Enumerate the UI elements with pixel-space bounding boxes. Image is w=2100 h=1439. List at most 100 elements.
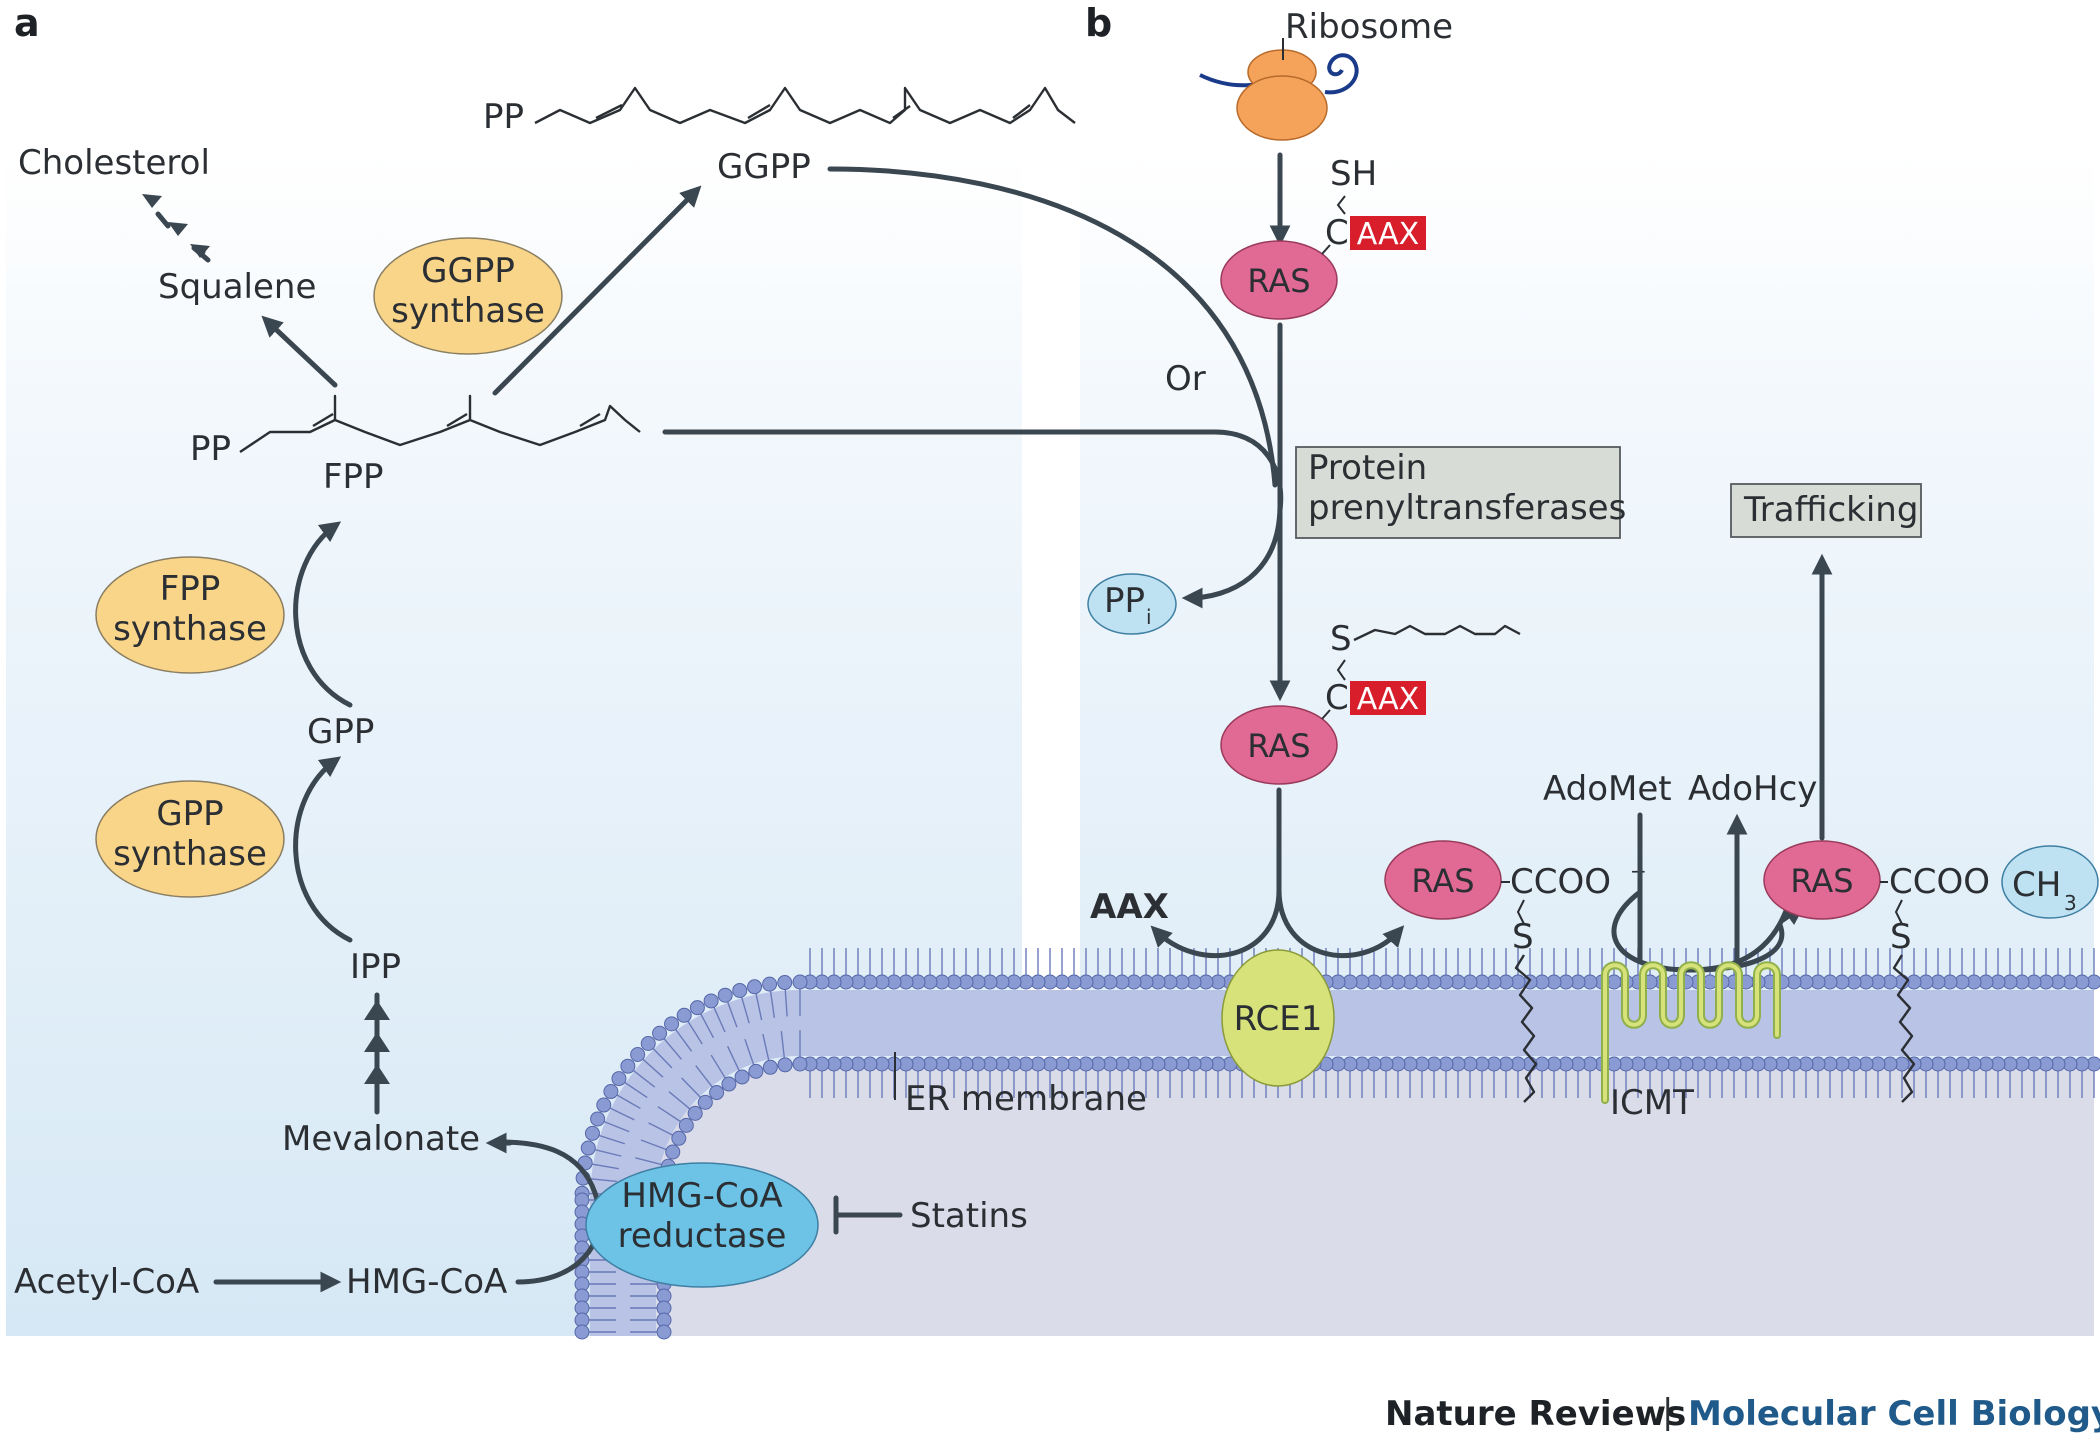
ras-release-arrow	[1276, 887, 1405, 959]
hmg-coa-reductase-line2: reductase	[618, 1216, 787, 1256]
prenyltransferases-line2: prenyltransferases	[1308, 488, 1626, 528]
lipid-head	[721, 1076, 737, 1092]
thioether-s-label-1: S	[1330, 619, 1352, 659]
ggpp-synthase-line1: GGPP	[421, 251, 515, 291]
membrane-core	[590, 990, 2094, 1336]
lipid-head	[590, 1111, 606, 1127]
chevron-ipp-2	[364, 1032, 390, 1052]
lipid-head	[762, 976, 778, 992]
er-membrane-label: ER membrane	[905, 1079, 1147, 1119]
gpp-synthase-enzyme	[95, 780, 285, 898]
fpp-to-ggpp-arrow	[492, 185, 702, 396]
lipid-head	[703, 993, 719, 1009]
fpp-synthase-line2: synthase	[113, 609, 267, 649]
ppi-subscript: i	[1146, 605, 1152, 629]
trafficking-label: Trafficking	[1743, 490, 1918, 530]
ppi-label: PP	[1104, 581, 1145, 621]
prenyltransferases-box	[1295, 446, 1621, 539]
pp-label-fpp: PP	[190, 429, 231, 469]
chevron-1	[190, 244, 210, 258]
hmg-coa-label: HMG-CoA	[346, 1262, 507, 1302]
aax-label-1: AAX	[1357, 217, 1419, 252]
ccoo-label-1: CCOO	[1510, 862, 1611, 902]
pp-label-ggpp: PP	[483, 97, 524, 137]
ggpp-transfer-curve	[827, 166, 1278, 488]
cysteine-label-1: C	[1325, 213, 1349, 253]
lipid-head	[611, 1071, 627, 1087]
ribosome-label: Ribosome	[1285, 7, 1453, 47]
mevalonate-label: Mevalonate	[282, 1119, 480, 1159]
ras-label-2: RAS	[1247, 727, 1310, 765]
lipid-head	[777, 975, 793, 991]
lipid-head	[574, 1324, 590, 1340]
ribosome-large-subunit	[1236, 75, 1328, 141]
icmt-label: ICMT	[1610, 1083, 1694, 1123]
prenyl-anchor-2	[1892, 954, 1916, 1103]
ggpp-synthase-line2: synthase	[391, 291, 545, 331]
ppi-molecule	[1087, 573, 1177, 635]
adomet-label: AdoMet	[1543, 769, 1672, 809]
lipid-head	[671, 1130, 687, 1146]
hmg-coa-reductase-line1: HMG-CoA	[621, 1176, 782, 1216]
ipp-label: IPP	[350, 947, 401, 987]
footer-section: Molecular Cell Biology	[1688, 1394, 2100, 1434]
fpp-label: FPP	[323, 457, 384, 497]
panel-a-label: a	[14, 1, 40, 45]
lipid-head	[732, 982, 748, 998]
hmg-coa-to-mevalonate-curve	[492, 1139, 602, 1285]
thioether-s-label-3: S	[1890, 917, 1912, 957]
prenyltransferases-line1: Protein	[1308, 448, 1427, 488]
chevron-ipp-3	[364, 1064, 390, 1084]
gpp-label: GPP	[307, 712, 374, 752]
lipid-head	[748, 1063, 764, 1079]
nascent-peptide-spiral	[1324, 53, 1359, 95]
gpp-synthase-line1: GPP	[156, 794, 223, 834]
ggpp-synthase-enzyme	[373, 237, 563, 355]
ggpp-label: GGPP	[717, 147, 811, 187]
lipid-head	[596, 1097, 612, 1113]
aax-released-label: AAX	[1090, 887, 1169, 927]
chevron-3	[142, 194, 162, 208]
adohcy-label: AdoHcy	[1688, 769, 1817, 809]
squalene-label: Squalene	[158, 267, 316, 307]
lipid-head	[630, 1046, 646, 1062]
ras-protein-2	[1220, 705, 1338, 785]
icmt-product-curve	[1687, 922, 1785, 973]
aax-cleavage-arrow	[1150, 887, 1282, 959]
statins-label: Statins	[910, 1196, 1028, 1236]
ras-protein-3	[1384, 840, 1502, 920]
cholesterol-label: Cholesterol	[18, 143, 210, 183]
gpp-to-fpp-arrow	[293, 521, 353, 708]
chevron-2	[168, 222, 188, 236]
lipid-head	[792, 974, 808, 990]
aax-label-2: AAX	[1357, 682, 1419, 717]
lipid-head	[584, 1125, 600, 1141]
lipid-head	[792, 1056, 808, 1072]
lipid-head	[665, 1144, 681, 1160]
prenyl-chain-small	[1353, 624, 1521, 642]
gpp-synthase-line2: synthase	[113, 834, 267, 874]
panel-b-label: b	[1085, 1, 1112, 45]
rce1-enzyme	[1221, 949, 1335, 1087]
or-label: Or	[1165, 359, 1206, 399]
lipid-head	[777, 1057, 793, 1073]
fpp-synthase-enzyme	[95, 556, 285, 674]
prenyl-anchor-1	[1514, 954, 1538, 1103]
sh-label: SH	[1330, 154, 1377, 194]
thioether-s-label-2: S	[1512, 917, 1534, 957]
footer-journal: Nature Reviews	[1385, 1394, 1686, 1434]
ch3-subscript: 3	[2064, 891, 2077, 915]
ccoo-label-2: CCOO	[1889, 862, 1990, 902]
ggpp-chain	[534, 86, 1076, 125]
aax-box-1	[1350, 216, 1426, 250]
cysteine-label-2: C	[1325, 678, 1349, 718]
chevron-ipp-1	[364, 1000, 390, 1020]
ipp-to-gpp-arrow	[293, 756, 353, 943]
fpp-to-squalene-arrow	[261, 315, 338, 388]
lipid-head	[640, 1035, 656, 1051]
ch3-label: CH	[2012, 865, 2061, 905]
lipid-head	[747, 979, 763, 995]
aax-box-2	[1350, 681, 1426, 715]
lipid-head	[734, 1069, 750, 1085]
